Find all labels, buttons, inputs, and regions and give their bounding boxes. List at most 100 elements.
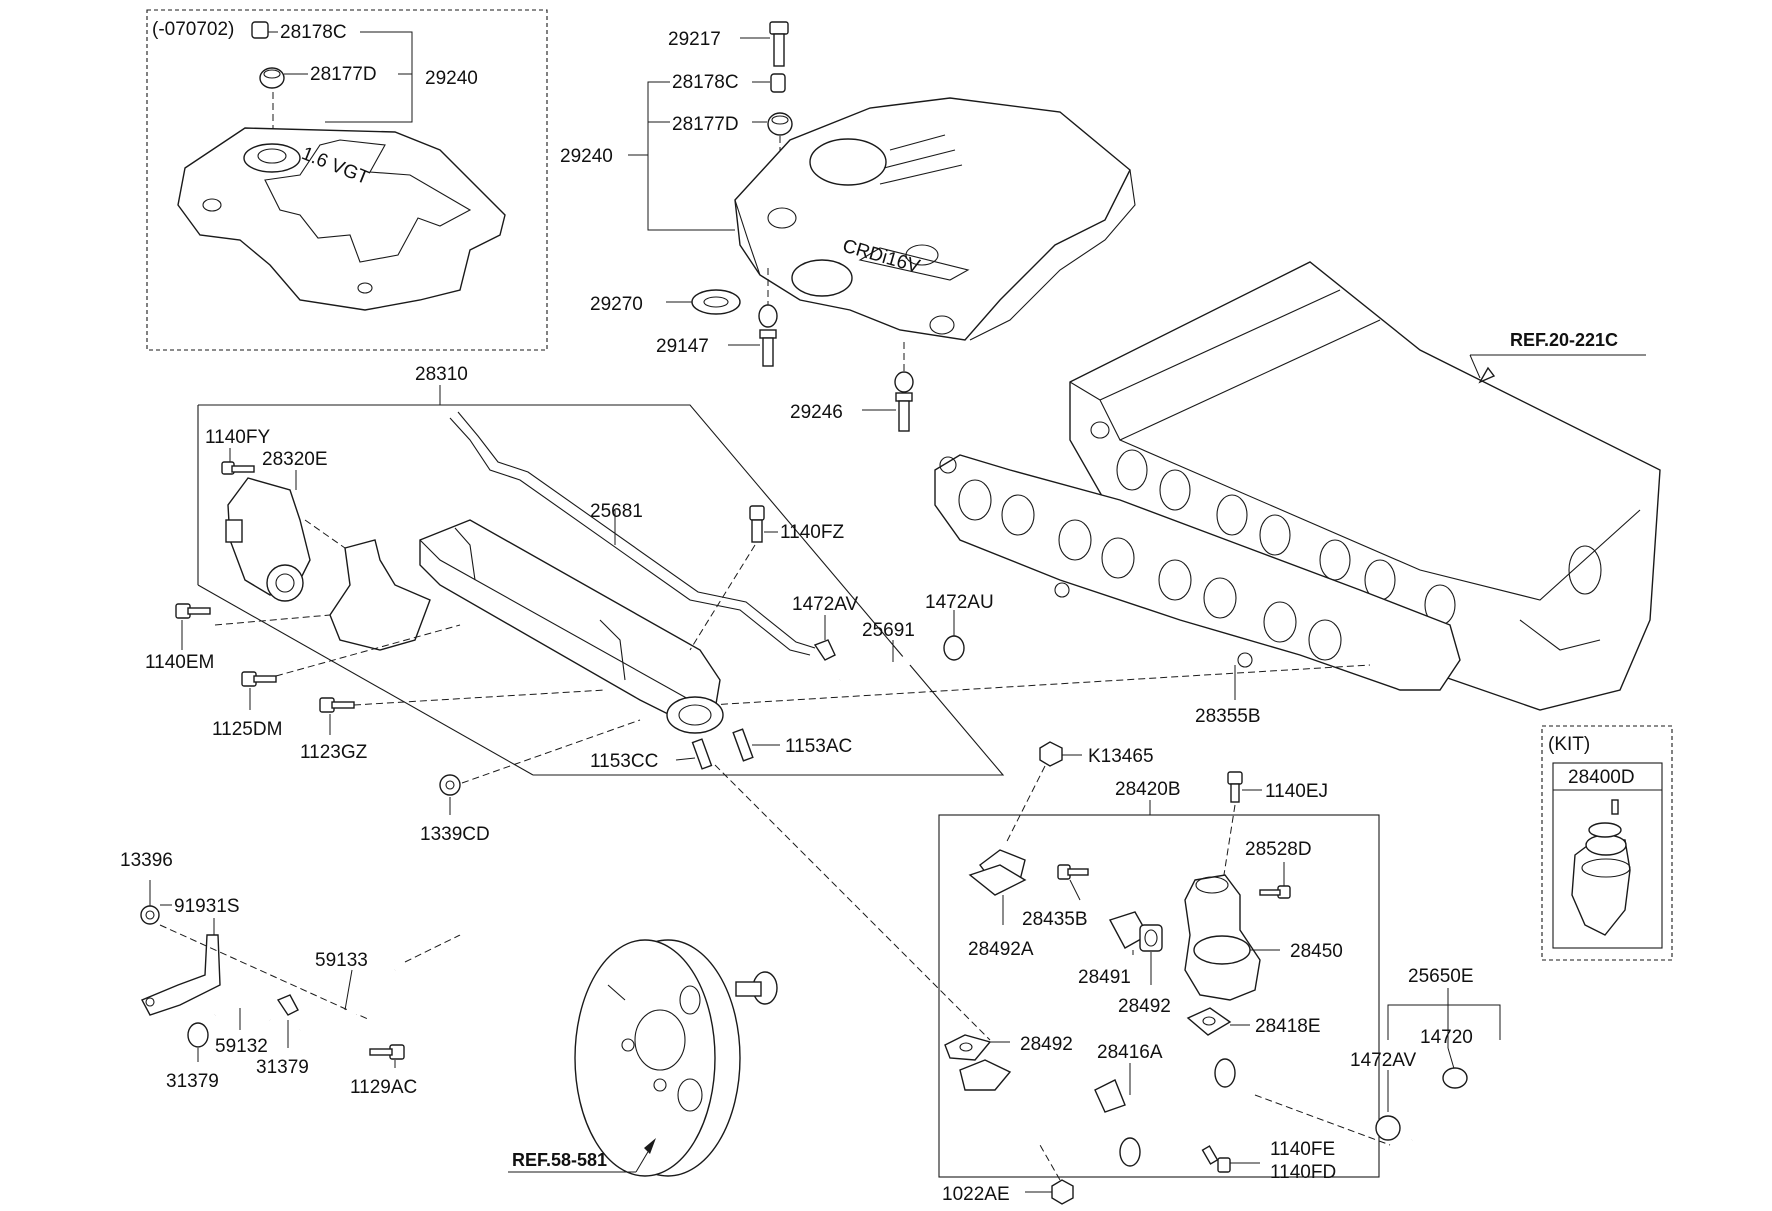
label-1140fz: 1140FZ — [780, 522, 844, 543]
vacuum-booster-group: 13396 91931S 59132 31379 31379 59133 112… — [120, 850, 778, 1177]
label-1129ac: 1129AC — [350, 1077, 417, 1098]
label-1125dm: 1125DM — [212, 719, 282, 740]
ref-arrow-booster — [644, 1138, 656, 1154]
label-28178c-variant: 28178C — [280, 22, 347, 43]
label-1472av-b: 1472AV — [1350, 1050, 1417, 1071]
label-1140em: 1140EM — [145, 652, 214, 673]
label-1140fe: 1140FE — [1270, 1139, 1335, 1160]
bolt-1140fz — [749, 505, 765, 521]
egr-cooler-group: 28310 25681 28320E 1140FY 1140EM — [145, 364, 1005, 1041]
label-1123gz: 1123GZ — [300, 742, 368, 763]
label-29270: 29270 — [590, 294, 643, 315]
egr-cooler-25681 — [419, 519, 721, 726]
label-1153ac: 1153AC — [785, 736, 852, 757]
label-59132: 59132 — [215, 1036, 268, 1057]
egr-valve-group: 28420B K13465 1140EJ 28492A 28435B 28491… — [938, 741, 1391, 1205]
hose-25650e-group: 25650E 14720 1472AV — [1350, 966, 1514, 1152]
label-28492a: 28492A — [968, 939, 1034, 960]
label-29147: 29147 — [656, 336, 709, 357]
gasket-28492-upper — [1139, 924, 1163, 952]
label-28491: 28491 — [1078, 967, 1131, 988]
label-1022ae: 1022AE — [942, 1184, 1010, 1205]
ring-29270 — [691, 289, 741, 315]
label-29246: 29246 — [790, 402, 843, 423]
bolt-29217 — [769, 21, 789, 35]
label-1140fy: 1140FY — [205, 427, 270, 448]
ref-arrow-head — [1478, 366, 1496, 384]
label-25650e: 25650E — [1408, 966, 1474, 987]
label-13396: 13396 — [120, 850, 173, 871]
label-28355b: 28355B — [1195, 706, 1261, 727]
bolt-1140fe — [1217, 1157, 1231, 1173]
cap-28178c — [770, 73, 786, 93]
engine-cover — [734, 97, 1131, 341]
ref-label-booster: REF.58-581 — [512, 1150, 607, 1170]
clamp-31379-a — [187, 1022, 209, 1048]
gasket-28418e — [1186, 1007, 1232, 1036]
stud-1153cc — [691, 738, 713, 770]
label-28450: 28450 — [1290, 941, 1343, 962]
label-31379-b: 31379 — [256, 1057, 309, 1078]
gasket-28355b — [934, 454, 1461, 691]
egr-valve-box — [938, 814, 1380, 1178]
label-28528d: 28528D — [1245, 839, 1312, 860]
label-28416a: 28416A — [1097, 1042, 1163, 1063]
gasket-28355b-group: 28355B — [709, 454, 1461, 727]
bolt-1140ej — [1227, 771, 1243, 785]
label-14720: 14720 — [1420, 1027, 1473, 1048]
label-28310: 28310 — [415, 364, 468, 385]
label-28492-upper: 28492 — [1118, 996, 1171, 1017]
flange-28416a — [959, 1059, 1012, 1091]
label-28177d-variant: 28177D — [310, 64, 377, 85]
kit-note: (KIT) — [1548, 734, 1590, 755]
clamp-1472av-a — [813, 639, 836, 661]
label-28178c: 28178C — [672, 72, 739, 93]
label-29217: 29217 — [668, 29, 721, 50]
nut-1022ae — [1051, 1179, 1074, 1205]
engine-cover-variant — [177, 127, 506, 311]
kit-group: (KIT) 28400D — [1541, 725, 1673, 961]
variant-box — [146, 9, 548, 351]
label-25681: 25681 — [590, 501, 643, 522]
label-28420b: 28420B — [1115, 779, 1181, 800]
label-1153cc: 1153CC — [590, 751, 658, 772]
label-25691: 25691 — [862, 620, 915, 641]
nut-13396 — [140, 905, 160, 925]
kit-box — [1541, 725, 1673, 961]
clamp-1472au — [943, 635, 965, 661]
label-28177d: 28177D — [672, 114, 739, 135]
nut-1339cd — [439, 774, 461, 796]
label-1339cd: 1339CD — [420, 824, 490, 845]
label-29240: 29240 — [560, 146, 613, 167]
clamp-1472av-b — [1375, 1115, 1401, 1141]
gasket-28492a — [968, 864, 1027, 896]
variant-note: (-070702) — [152, 19, 234, 40]
label-28418e: 28418E — [1255, 1016, 1321, 1037]
bracket-91931s — [141, 934, 221, 1016]
nut-k13465 — [1039, 741, 1063, 767]
label-59133: 59133 — [315, 950, 368, 971]
stud-29246 — [894, 371, 914, 393]
egr-cooler-box — [198, 404, 1005, 776]
label-28435b: 28435B — [1022, 909, 1088, 930]
label-28320e: 28320E — [262, 449, 328, 470]
label-31379-a: 31379 — [166, 1071, 219, 1092]
stud-1153ac — [732, 728, 754, 762]
bracket-egr — [329, 539, 431, 651]
label-29240-variant: 29240 — [425, 68, 478, 89]
stud-29147 — [758, 304, 778, 328]
variant-engine-cover-group: (-070702) 28178C 28177D 29240 1.6 VGT — [146, 9, 548, 351]
label-1472av-a: 1472AV — [792, 594, 859, 615]
clamp-31379-b — [276, 994, 299, 1016]
label-1472au: 1472AU — [925, 592, 994, 613]
engine-cover-group: 29217 28178C 28177D 29240 CRDi16V 29270 — [560, 21, 1136, 432]
cap-28178c-variant — [251, 21, 269, 39]
label-1140ej: 1140EJ — [1265, 781, 1328, 802]
clamp-14720 — [1442, 1067, 1468, 1089]
label-91931s: 91931S — [174, 896, 240, 917]
label-28400d: 28400D — [1568, 767, 1635, 788]
label-28492-lower: 28492 — [1020, 1034, 1073, 1055]
label-1140fd: 1140FD — [1270, 1162, 1336, 1183]
gasket-28492-lower — [944, 1034, 992, 1061]
